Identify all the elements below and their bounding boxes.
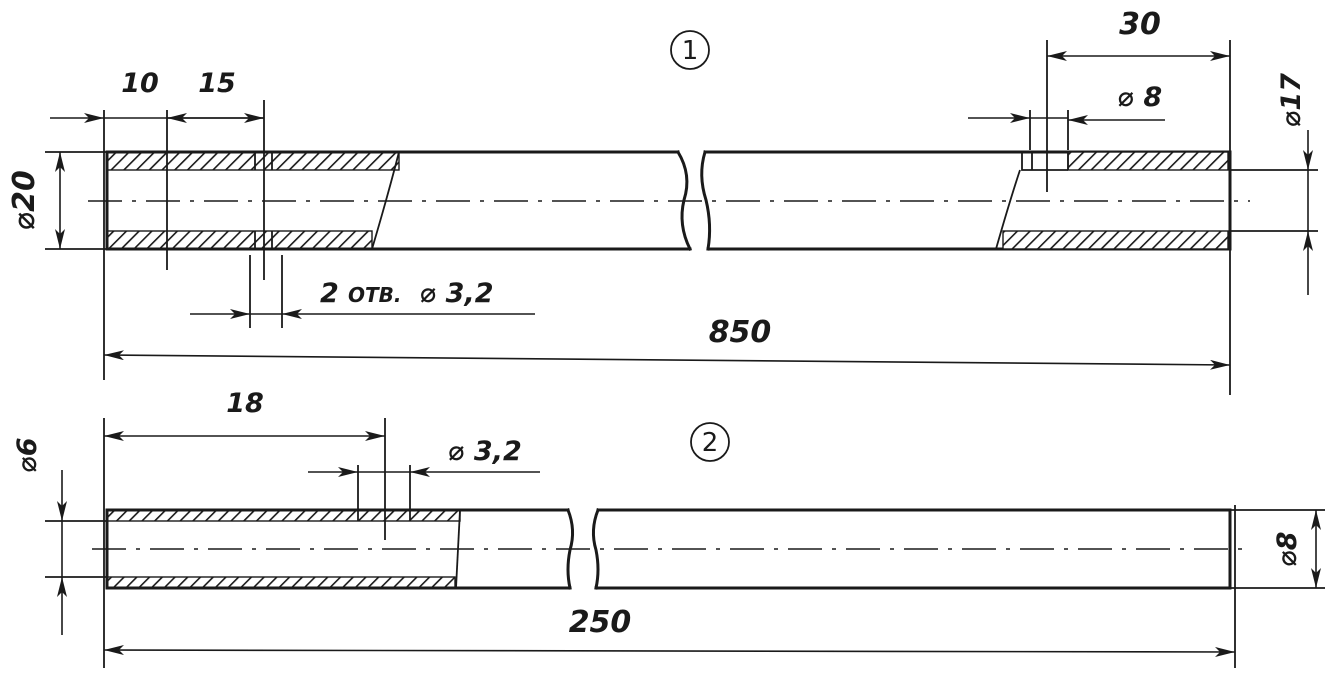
dim-850-label: 850 [709,315,772,350]
tube-1-wall-bottom-left [106,230,373,250]
dim-dia-20-label: ⌀20 [7,170,42,230]
tube-2-wall-bottom [106,576,456,589]
part-1-number: 1 [682,36,699,66]
dim-holes: 2 ОТВ. ⌀ 3,2 [190,278,535,319]
break-line-2a [566,508,575,590]
dim-18: 18 [104,388,385,441]
dim-18-label: 18 [226,388,264,419]
break-line-2b [591,508,600,590]
dim-dia-6-label: ⌀6 [12,437,43,472]
dim-holes-count: 2 [320,278,339,309]
part-1-label: 1 [670,30,710,70]
dim-250: 250 [103,605,1236,657]
tube-1-wall-top-left [106,151,400,171]
part-2-label: 2 [690,422,730,462]
dim-holes-dia: ⌀ 3,2 [420,278,494,309]
dim-dia-8-label: ⌀ 8 [1118,82,1162,113]
part-1: 1 [7,7,1318,395]
dim-dia-8-part2-label: ⌀8 [1272,531,1303,566]
dim-30: 30 [1047,7,1230,61]
dim-850: 850 [103,315,1231,370]
dim-dia-17-label: ⌀17 [1276,73,1307,127]
break-line-1a [675,149,693,252]
tube-2-wall-top [106,509,461,522]
dim-dia-17: ⌀17 [1276,73,1313,295]
dim-15-label: 15 [198,68,236,99]
tube-2-body [105,508,1232,590]
dim-30-label: 30 [1119,7,1161,42]
part-2-number: 2 [702,428,719,458]
dim-dia-3-2-label: ⌀ 3,2 [448,436,522,467]
tube-1-body [105,149,1232,252]
tube-1-wall-top-right [1067,151,1229,171]
dim-10-15: 10 15 [50,68,264,123]
dim-dia-8: ⌀ 8 [968,82,1165,125]
dim-250-label: 250 [569,605,632,640]
dim-dia-6: ⌀6 [12,437,67,635]
dim-holes-text: ОТВ. [348,283,402,307]
dim-dia-3-2: ⌀ 3,2 [308,436,540,477]
tube-1-wall-bottom-right [1002,230,1229,250]
part-2: 2 [12,388,1325,668]
dim-dia-20: ⌀20 [7,152,65,249]
break-line-1b [700,150,712,251]
dim-10-label: 10 [121,68,159,99]
dim-dia-8-part2: ⌀8 [1272,510,1321,588]
